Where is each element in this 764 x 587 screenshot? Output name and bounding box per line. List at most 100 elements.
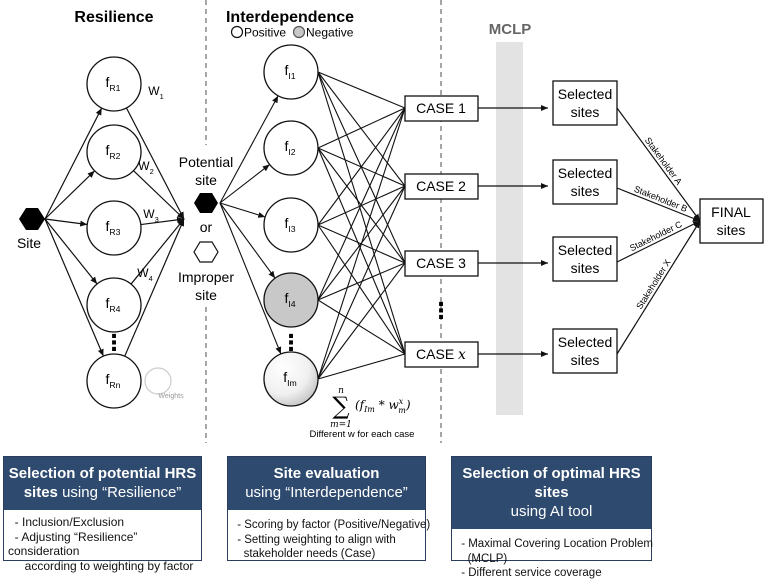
- mclp-band: [496, 42, 523, 415]
- card-resilience-header: Selection of potential HRS sites using “…: [4, 457, 201, 510]
- legend-positive-swatch: [230, 25, 244, 39]
- card-line: - Inclusion/Exclusion: [8, 515, 125, 529]
- factor-to-hub-edge: [133, 170, 185, 220]
- resilience-factor-label: fR1: [106, 74, 121, 93]
- interdependence-factor-circle: [263, 44, 319, 100]
- interdependence-ellipsis: ⋮: [280, 330, 302, 355]
- potential-site-line2: site: [195, 172, 217, 188]
- resilience-factor-label: fR4: [106, 295, 121, 314]
- selected-line2: sites: [571, 104, 600, 120]
- interdependence-factor-label: fI4: [284, 290, 295, 309]
- card-interdependence: Site evaluation using “Interdependence” …: [227, 456, 431, 561]
- site-to-factor-edge: [44, 107, 103, 220]
- final-line1: FINAL: [711, 204, 751, 220]
- resilience-title: Resilience: [74, 9, 153, 26]
- case-label: CASE 1: [416, 100, 466, 116]
- selected-line2: sites: [571, 260, 600, 276]
- card-line: - Scoring by factor (Positive/Negative): [234, 519, 431, 531]
- interdependence-title: Interdependence: [226, 9, 354, 26]
- site-to-interdependence-edge: [219, 164, 270, 204]
- resilience-factor-circle: [86, 353, 142, 409]
- card-interdependence-title-normal: using “Interdependence”: [245, 484, 408, 501]
- weight-label: W2: [138, 159, 153, 176]
- card-interdependence-title-bold: Site evaluation: [273, 465, 380, 482]
- card-line: - Different service coverage: [458, 567, 602, 579]
- case-box: [404, 341, 479, 368]
- stakeholder-edge: [616, 220, 701, 355]
- or-label: or: [200, 219, 213, 235]
- site-label: Site: [17, 235, 41, 251]
- selected-line2: sites: [571, 183, 600, 199]
- selected-line1: Selected: [558, 165, 612, 181]
- site-to-interdependence-edge: [219, 202, 282, 355]
- card-line: - Maximal Covering Location Problem: [458, 538, 653, 550]
- card-line: - Adjusting “Resilience”: [8, 529, 138, 544]
- improper-site-line1: Improper: [178, 269, 234, 285]
- selected-sites-box: [552, 159, 618, 205]
- potential-site-line1: Potential: [179, 154, 233, 170]
- factor-to-case-edge: [317, 71, 406, 355]
- factor-to-case-edge: [317, 107, 406, 149]
- interdependence-factor-label: fI1: [284, 62, 295, 81]
- improper-site-hexagon-icon: [193, 241, 219, 263]
- site-to-factor-edge: [44, 170, 96, 220]
- stakeholder-edge: [616, 220, 701, 263]
- selected-line1: Selected: [558, 242, 612, 258]
- legend-negative-label: Negative: [306, 26, 354, 40]
- card-resilience-title-bold: Selection of potential HRS: [8, 465, 197, 482]
- resilience-factor-label: fRn: [106, 371, 121, 390]
- resilience-factor-circle: [86, 124, 142, 180]
- site-to-interdependence-edge: [219, 202, 266, 218]
- card-line: stakeholder needs (Case): [234, 548, 376, 560]
- factor-to-hub-edge: [125, 107, 185, 220]
- selected-line1: Selected: [558, 334, 612, 350]
- selected-sites-box: [552, 236, 618, 282]
- interdependence-factor-label: fIm: [283, 369, 297, 388]
- selected-sites-boxes: SelectedsitesSelectedsitesSelectedsitesS…: [552, 80, 618, 374]
- card-line: (MCLP): [458, 552, 508, 565]
- resilience-edges: [44, 107, 185, 357]
- factor-to-hub-edge: [130, 218, 185, 285]
- interdependence-edges: [219, 71, 406, 380]
- factor-to-case-edge: [317, 107, 406, 380]
- stakeholder-label: Stakeholder A: [643, 135, 684, 186]
- improper-site-line2: site: [195, 287, 217, 303]
- card-mclp-body: - Maximal Covering Location Problem (MCL…: [452, 529, 653, 587]
- stakeholder-label: Stakeholder B: [633, 184, 689, 214]
- case-label: CASE 3: [416, 255, 466, 271]
- factor-to-hub-edge: [140, 216, 185, 226]
- case-box: [404, 95, 479, 122]
- card-line: consideration: [8, 544, 80, 558]
- case-label: CASE 2: [416, 178, 466, 194]
- resilience-factor-circle: [86, 56, 142, 112]
- card-interdependence-header: Site evaluation using “Interdependence”: [228, 457, 425, 510]
- card-mclp: Selection of optimal HRS sites using AI …: [451, 456, 653, 579]
- selected-sites-box: [552, 328, 618, 374]
- stakeholder-label: Stakeholder X: [634, 258, 672, 311]
- selected-line2: sites: [571, 352, 600, 368]
- factor-to-case-edge: [317, 224, 406, 355]
- interdependence-factor-label: fI3: [284, 215, 295, 234]
- resilience-factor-label: fR3: [106, 218, 121, 237]
- weight-label: W3: [143, 207, 158, 224]
- factor-to-case-edge: [317, 107, 406, 226]
- final-sites-box: [699, 198, 764, 244]
- weight-n-circle: [144, 367, 172, 395]
- formula-sigma: ∑: [332, 392, 349, 420]
- factor-to-case-edge: [317, 353, 406, 380]
- stakeholder-edge: [616, 107, 701, 222]
- resilience-weights: W1W2W3W4Wn: [137, 84, 165, 390]
- interdependence-factor-circle: [263, 197, 319, 253]
- selected-sites-box: [552, 80, 618, 126]
- case-to-selected-arrows: [478, 105, 548, 357]
- legend-negative-swatch: [292, 25, 306, 39]
- final-line2: sites: [717, 222, 746, 238]
- weight-label: W4: [137, 266, 152, 283]
- card-resilience: Selection of potential HRS sites using “…: [3, 456, 202, 573]
- factor-to-case-edge: [317, 71, 406, 109]
